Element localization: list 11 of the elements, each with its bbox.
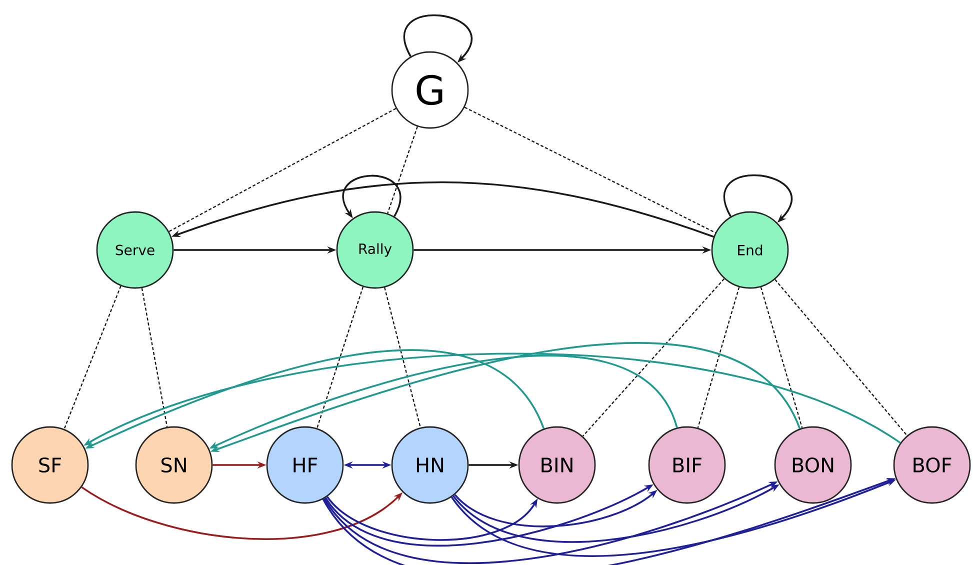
dashed-line (760, 286, 803, 428)
dashed-line (384, 287, 421, 428)
dashed-line (64, 286, 122, 430)
dashed-line (316, 286, 364, 428)
dashed-line (168, 108, 396, 232)
dashed-line (387, 126, 418, 214)
dashed-line (697, 286, 740, 428)
dashed-line (582, 278, 725, 437)
dashed-line (464, 106, 716, 234)
dashed-line (774, 279, 908, 436)
dashed-line (141, 288, 168, 428)
